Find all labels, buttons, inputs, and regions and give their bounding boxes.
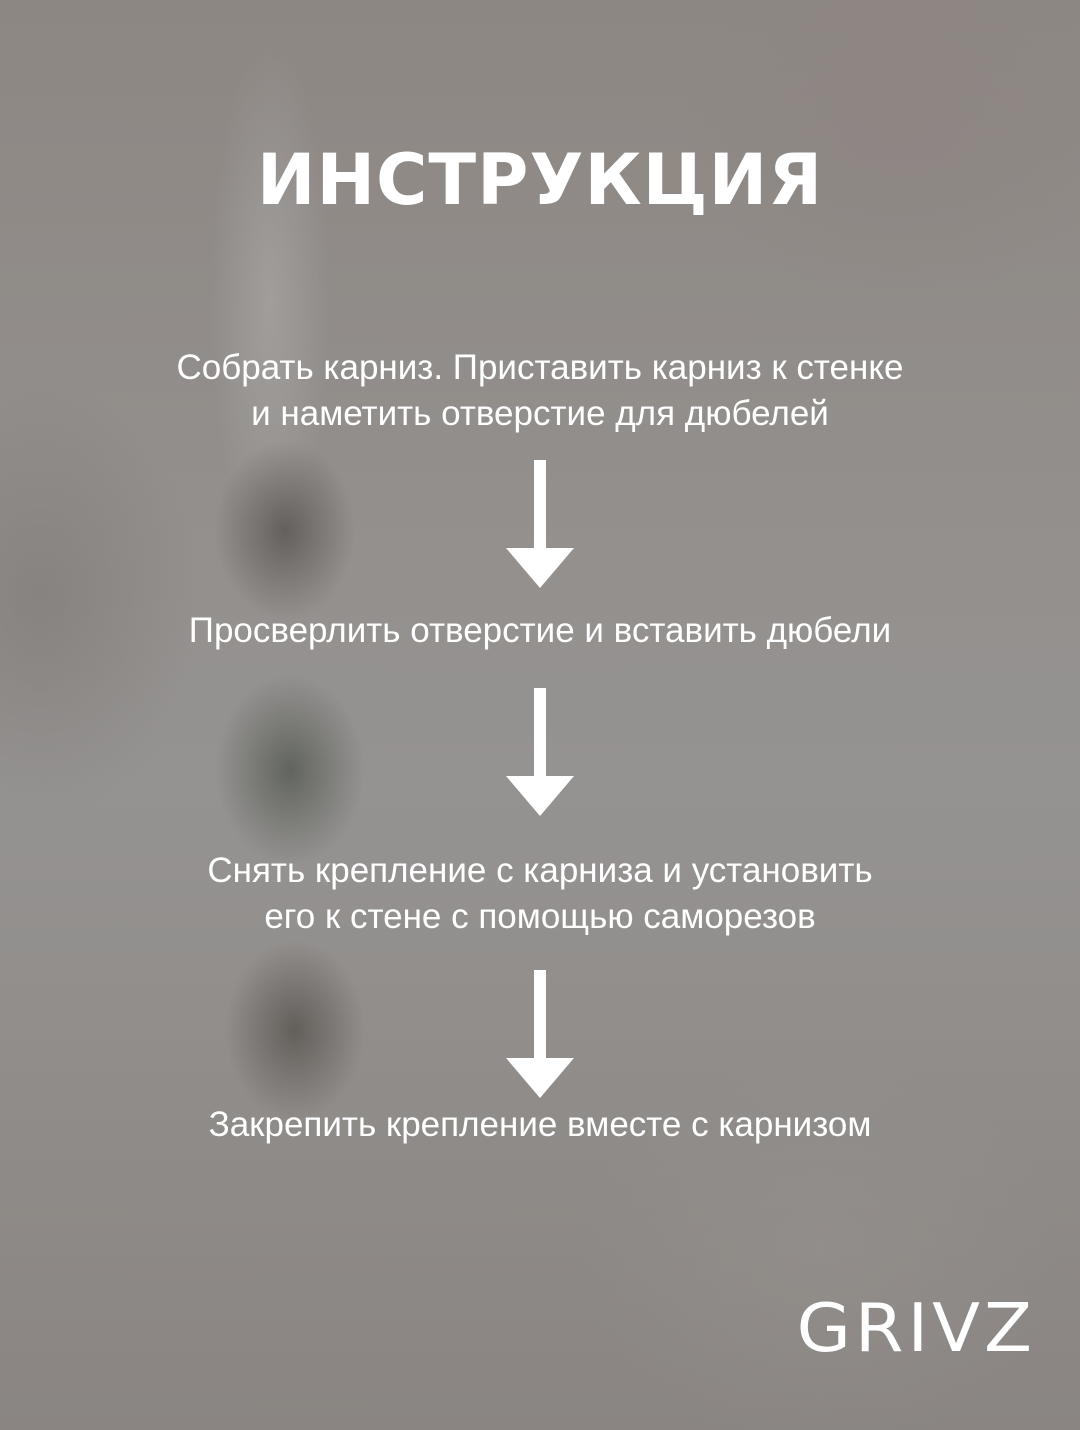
arrow-down-icon: [506, 688, 574, 816]
step-1-text: Собрать карниз. Приставить карниз к стен…: [176, 348, 904, 433]
step-2-text: Просверлить отверстие и вставить дюбели: [188, 611, 892, 650]
step-3-text: Снять крепление с карниза и установить е…: [207, 851, 873, 936]
page-title: ИНСТРУКЦИЯ: [256, 139, 824, 221]
arrow-down-icon: [506, 460, 574, 588]
brand-logo: GRIVZ: [796, 1289, 1036, 1367]
step-4-text: Закрепить крепление вместе с карнизом: [208, 1105, 872, 1144]
arrow-down-icon: [506, 970, 574, 1098]
